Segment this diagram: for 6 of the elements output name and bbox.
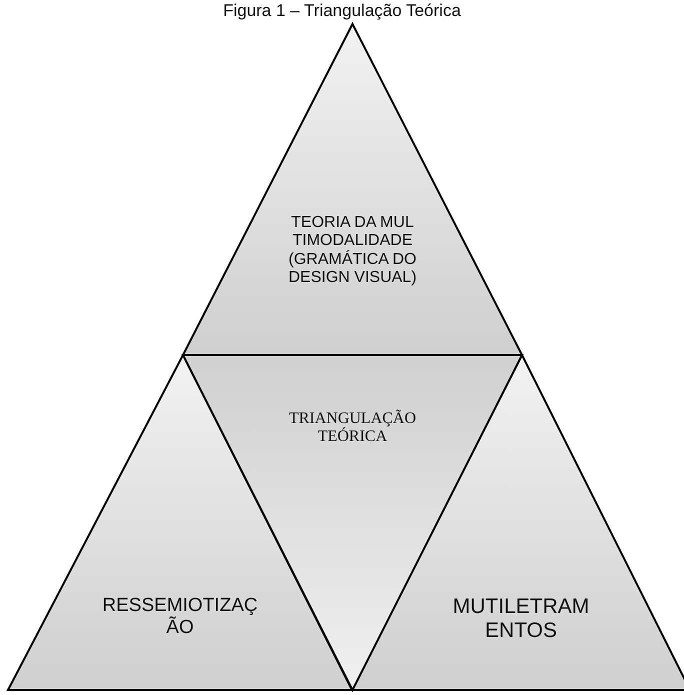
triangle-label: RESSEMIOTIZAÇÃO [101,595,259,639]
figure-title: Figura 1 – Triangulação Teórica [222,1,462,21]
top-triangle [183,24,522,355]
triangle-label: TEORIA DA MULTIMODALIDADE (GRAMÁTICA DO DESIGN VISUAL) [287,214,418,288]
triangle-label: MUTILETRAMENTOS [452,595,590,644]
triangle-label: TRIANGULAÇÃO TEÓRICA [288,410,418,447]
